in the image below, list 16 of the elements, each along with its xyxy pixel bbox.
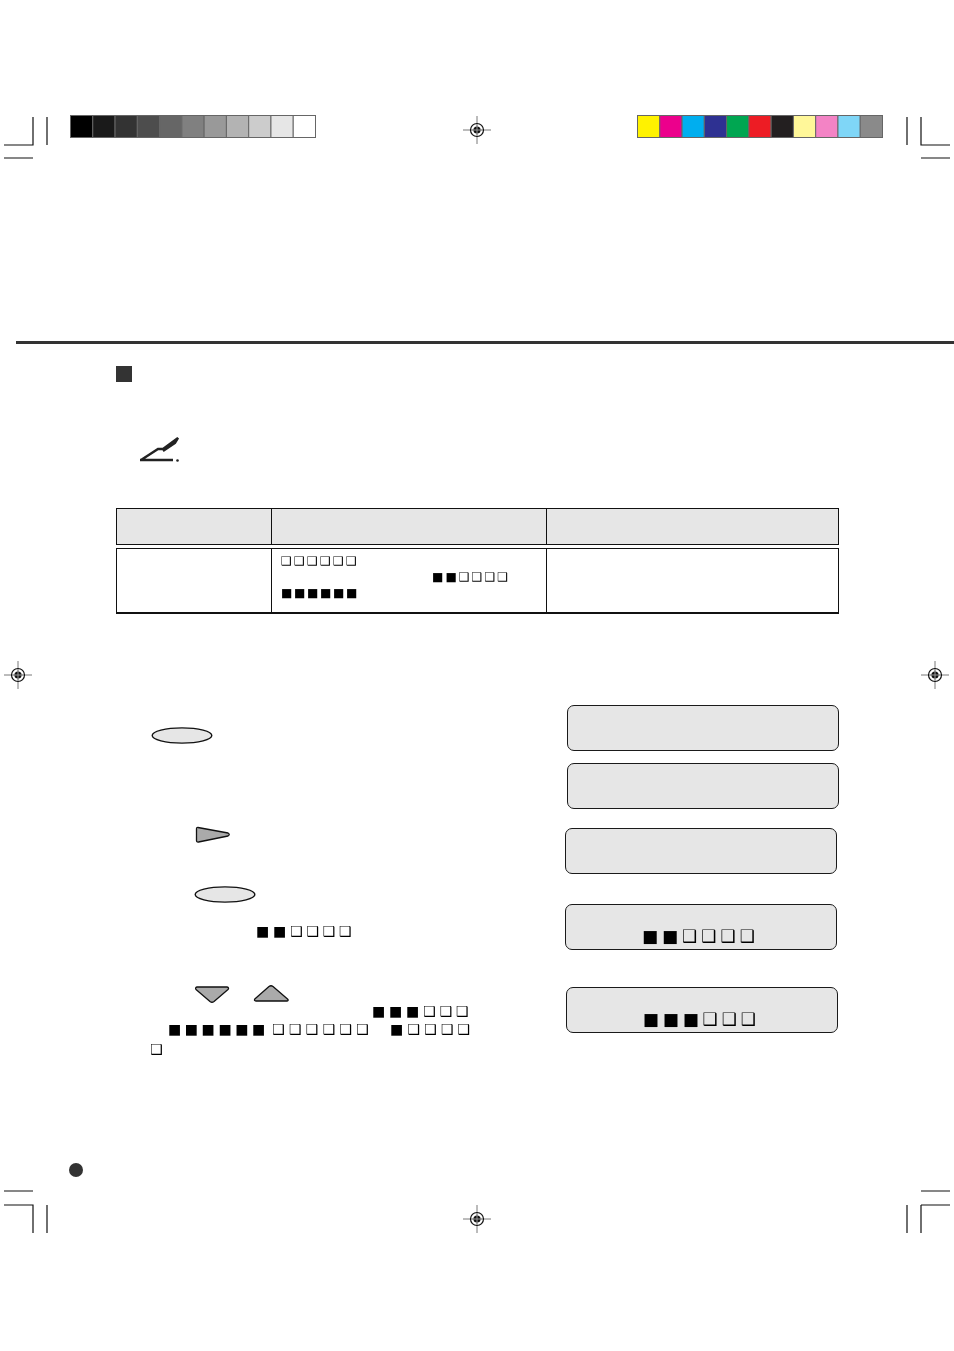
lcd-display-panel xyxy=(567,763,839,809)
table-text: ❑❑❑❑❑❑ xyxy=(281,555,357,567)
display-readout: ■■❑❑❑❑ xyxy=(641,927,755,945)
instruction-text: ■■■❑❑❑ xyxy=(372,1004,469,1018)
instruction-text: ❑❑❑❑❑❑ xyxy=(272,1022,369,1036)
instruction-text: ■■■■■■ xyxy=(168,1022,266,1036)
lcd-display-panel xyxy=(565,828,837,874)
lcd-display-panel xyxy=(567,705,839,751)
instruction-text: ❑ xyxy=(150,1042,163,1056)
lcd-display-panel xyxy=(566,987,838,1033)
table-text: ■■❑❑❑❑ xyxy=(432,571,508,583)
table-text: ■■■■■■ xyxy=(281,587,358,599)
instruction-text: ■❑❑❑❑ xyxy=(390,1022,470,1036)
display-readout: ■■■❑❑❑ xyxy=(642,1010,756,1028)
instruction-text: ■■❑❑❑❑ xyxy=(256,924,352,938)
lcd-display-panel xyxy=(565,904,837,950)
